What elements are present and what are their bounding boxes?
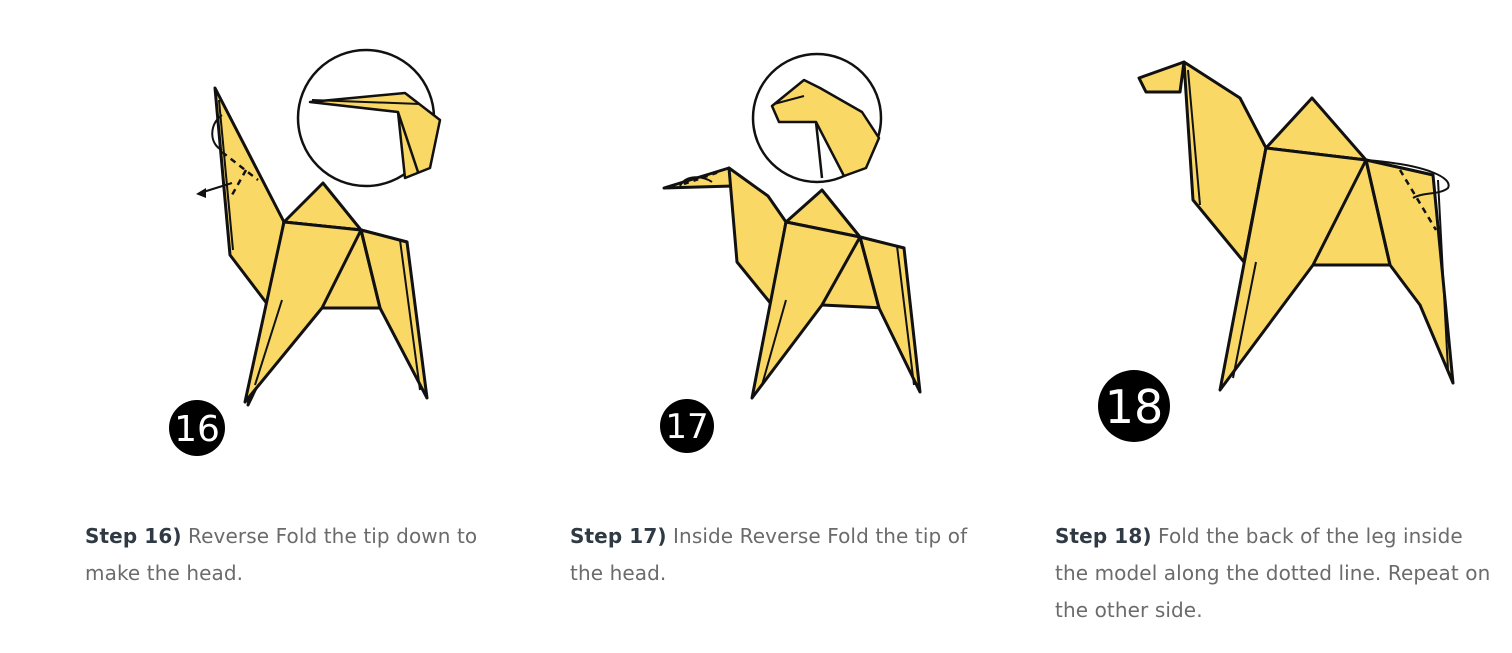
step-number: 16 [174, 409, 220, 450]
step-number: 18 [1105, 380, 1164, 434]
step-description: Reverse Fold the tip down to make the he… [85, 524, 478, 585]
fold-dashed-line [683, 170, 720, 186]
fold-arrow [196, 114, 233, 198]
step-description: Fold the back of the leg inside the mode… [1055, 524, 1491, 622]
step-caption: Step 18) Fold the back of the leg inside… [1055, 518, 1495, 629]
step-16-panel: 16 Step 16) Reverse Fold the tip down to… [0, 0, 504, 653]
origami-camel-body [213, 86, 429, 407]
step-18-panel: 18 Step 18) Fold the back of the leg ins… [1008, 0, 1512, 653]
step-label: Step 17) [570, 524, 667, 548]
step-number-badge: 18 [1098, 370, 1170, 442]
origami-camel-body [662, 166, 922, 400]
fold-dashed-line [1398, 169, 1438, 231]
step-caption: Step 17) Inside Reverse Fold the tip of … [570, 518, 995, 592]
step-17-panel: 17 Step 17) Inside Reverse Fold the tip … [504, 0, 1008, 653]
step-caption: Step 16) Reverse Fold the tip down to ma… [85, 518, 525, 592]
origami-camel-body [1137, 60, 1455, 392]
step-label: Step 18) [1055, 524, 1152, 548]
fold-arrow [679, 176, 713, 187]
zoom-detail-circle [296, 48, 442, 188]
step-number-badge: 17 [660, 399, 714, 453]
step-label: Step 16) [85, 524, 182, 548]
fold-dashed-line [221, 151, 259, 196]
zoom-detail-circle [751, 52, 883, 184]
step-description: Inside Reverse Fold the tip of the head. [570, 524, 968, 585]
fold-arrow [1365, 159, 1450, 199]
step-16-diagram: 16 [169, 48, 442, 456]
step-number-badge: 16 [169, 400, 225, 456]
step-18-diagram: 18 [1098, 60, 1455, 442]
step-17-diagram: 17 [660, 52, 922, 453]
step-number: 17 [665, 407, 708, 447]
